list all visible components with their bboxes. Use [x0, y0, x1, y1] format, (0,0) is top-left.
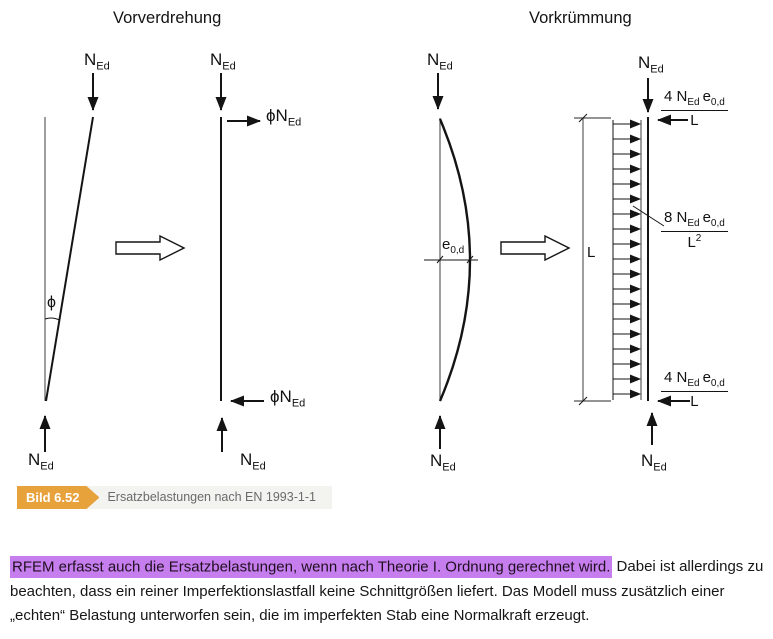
- figure-badge: Bild 6.52: [17, 486, 99, 509]
- diagram-equivalent-bow-loads: [574, 78, 690, 445]
- phi-angle-label: ϕ: [47, 294, 56, 311]
- force-label-phi-ned-top: ϕNEd: [266, 106, 302, 129]
- body-paragraph: RFEM erfasst auch die Ersatzbelastungen,…: [10, 555, 766, 629]
- e0d-label: e0,d: [442, 236, 465, 256]
- force-label-ned-3-top: NEd: [427, 50, 453, 73]
- length-label: L: [587, 244, 596, 261]
- force-label-ned-3-bottom: NEd: [430, 451, 456, 474]
- distributed-load-arrows: [613, 119, 641, 399]
- force-label-ned-4-top: NEd: [638, 53, 664, 76]
- force-label-ned-4-bottom: NEd: [641, 451, 667, 474]
- force-label-phi-ned-bottom: ϕNEd: [270, 387, 306, 410]
- force-label-ned-2-top: NEd: [210, 50, 236, 73]
- highlighted-sentence: RFEM erfasst auch die Ersatzbelastungen,…: [10, 555, 613, 578]
- transform-arrow-right: [500, 234, 571, 262]
- figure-caption: Bild 6.52 Ersatzbelastungen nach EN 1993…: [17, 486, 332, 509]
- diagram-initial-sway: [39, 73, 99, 452]
- diagram-equivalent-sway-loads: [215, 73, 264, 452]
- diagram-initial-bow: [424, 73, 478, 449]
- paragraph-rest: Dabei ist allerdings zu beachten, dass e…: [10, 558, 764, 624]
- figure-title-vorkruemmung: Vorkrümmung: [529, 9, 632, 27]
- force-label-ned-1-top: NEd: [84, 50, 110, 73]
- figure-caption-text: Ersatzbelastungen nach EN 1993-1-1: [87, 486, 332, 509]
- figure-diagram: [39, 73, 690, 452]
- force-label-ned-2-bottom: NEd: [240, 450, 266, 473]
- force-label-ned-1-bottom: NEd: [28, 450, 54, 473]
- transform-arrow-left: [115, 234, 186, 262]
- figure-title-vorverdrehung: Vorverdrehung: [113, 9, 222, 27]
